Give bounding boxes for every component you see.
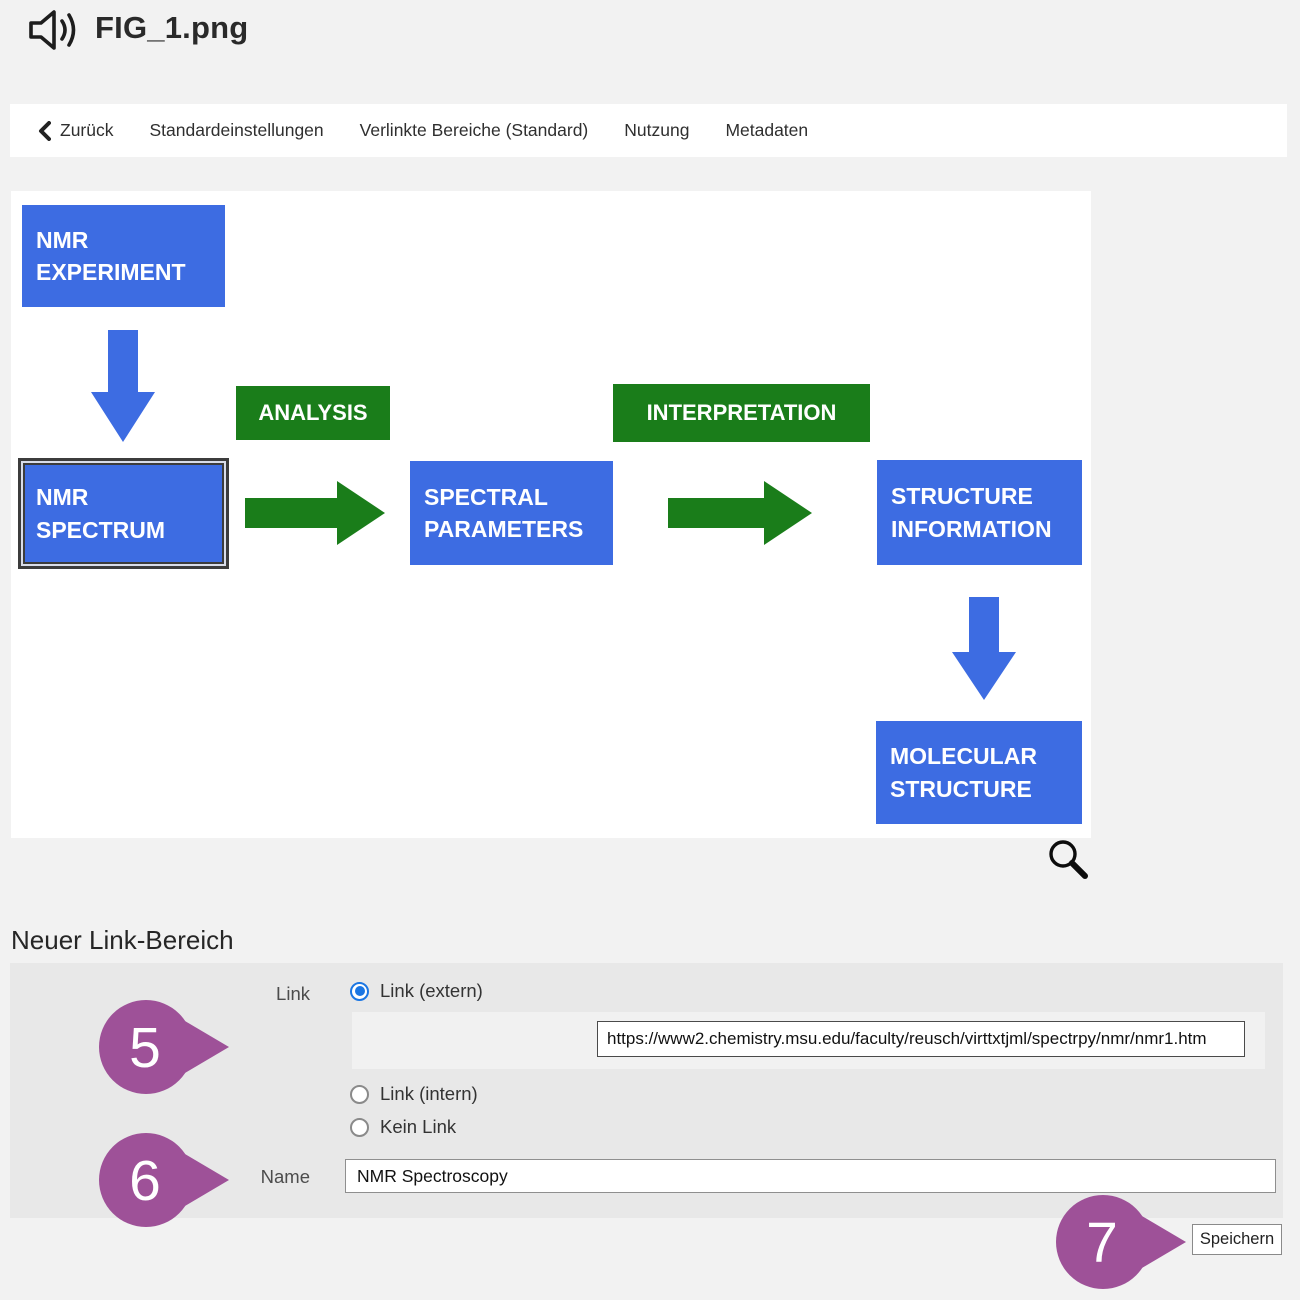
flow-box-nmr-spectrum: NMR SPECTRUM (22, 462, 225, 565)
flow-box-line: PARAMETERS (424, 516, 584, 542)
flow-box-line: EXPERIMENT (36, 259, 186, 285)
radio-kein-link[interactable]: Kein Link (350, 1116, 456, 1138)
flow-box-line: ANALYSIS (258, 399, 368, 425)
flow-arrow-down-icon (91, 330, 155, 442)
flow-box-line: INFORMATION (891, 515, 1052, 542)
tab-verlinkte-bereiche[interactable]: Verlinkte Bereiche (Standard) (359, 120, 589, 140)
radio-unselected-icon (350, 1084, 369, 1104)
tab-metadaten[interactable]: Metadaten (725, 120, 809, 140)
radio-label: Link (extern) (380, 980, 483, 1001)
tab-standardeinstellungen[interactable]: Standardeinstellungen (149, 120, 324, 140)
flow-box-line: STRUCTURE (891, 483, 1033, 510)
flow-arrow-down-icon (952, 597, 1016, 700)
speaker-icon[interactable] (26, 8, 84, 52)
flow-box-line: MOLECULAR (890, 743, 1037, 770)
flow-box-analysis: ANALYSIS (236, 386, 390, 440)
flow-box-line: SPECTRAL (424, 483, 548, 510)
flow-box-line: INTERPRETATION (646, 399, 837, 425)
flow-box-spectral-parameters: SPECTRAL PARAMETERS (410, 461, 613, 565)
tab-nutzung[interactable]: Nutzung (624, 120, 690, 140)
save-button[interactable]: Speichern (1192, 1224, 1282, 1255)
flow-box-line: STRUCTURE (890, 775, 1032, 802)
back-label: Zurück (60, 120, 114, 140)
chevron-left-icon (39, 120, 51, 141)
back-button[interactable]: Zurück (38, 120, 113, 141)
flow-arrow-right-icon (668, 481, 812, 545)
figure-image[interactable]: NMR EXPERIMENT ANALYSIS NMR SPECTRUM SPE… (11, 191, 1091, 838)
radio-selected-icon (350, 981, 369, 1001)
radio-link-intern[interactable]: Link (intern) (350, 1083, 478, 1105)
link-field-label: Link (276, 983, 310, 1004)
flow-box-interpretation: INTERPRETATION (613, 384, 870, 442)
radio-unselected-icon (350, 1117, 369, 1137)
name-field-label: Name (260, 1166, 310, 1187)
link-form-panel: Link Link (extern) Link (intern) Kein Li… (10, 963, 1283, 1218)
magnifier-icon-glyph (1049, 840, 1088, 879)
flow-box-structure-information: STRUCTURE INFORMATION (877, 460, 1082, 565)
section-heading: Neuer Link-Bereich (11, 925, 234, 955)
magnifier-icon[interactable] (1045, 838, 1091, 882)
flow-box-line: SPECTRUM (36, 516, 166, 543)
url-field-row (352, 1012, 1265, 1069)
flow-box-molecular-structure: MOLECULAR STRUCTURE (876, 721, 1082, 824)
radio-label: Kein Link (380, 1116, 457, 1137)
marker-number: 7 (1086, 1211, 1118, 1275)
flow-box-nmr-experiment: NMR EXPERIMENT (22, 205, 225, 307)
external-url-input[interactable] (597, 1021, 1245, 1057)
flow-arrow-right-icon (245, 481, 385, 545)
region-name-input[interactable] (345, 1159, 1276, 1193)
selected-link-region[interactable] (18, 458, 229, 569)
radio-label: Link (intern) (380, 1083, 478, 1104)
page-title: FIG_1.png (95, 10, 249, 45)
toolbar: Zurück Standardeinstellungen Verlinkte B… (10, 104, 1287, 157)
radio-link-extern[interactable]: Link (extern) (350, 980, 483, 1002)
speaker-icon-glyph (29, 10, 76, 50)
flow-box-line: NMR (36, 226, 89, 253)
flow-box-line: NMR (36, 484, 89, 511)
